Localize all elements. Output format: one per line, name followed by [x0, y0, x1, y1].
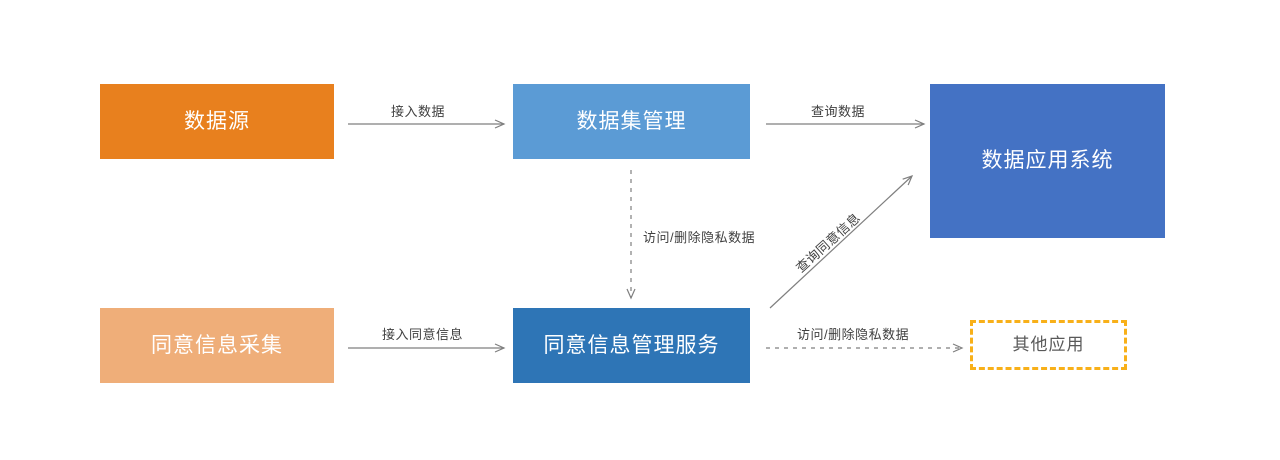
node-consent-management-service[interactable]: 同意信息管理服务 — [513, 308, 750, 383]
edge-label-ingest-consent-info: 接入同意信息 — [382, 327, 464, 342]
node-data-application-system-label: 数据应用系统 — [981, 149, 1114, 173]
node-other-application-label: 其他应用 — [1012, 334, 1085, 354]
edge-label-query-data: 查询数据 — [811, 104, 866, 119]
node-consent-collection[interactable]: 同意信息采集 — [100, 308, 334, 383]
edge-label-ingest-data: 接入数据 — [391, 104, 446, 119]
node-other-application[interactable]: 其他应用 — [970, 320, 1127, 370]
edge-label-access-delete-private-data-other: 访问/删除隐私数据 — [797, 327, 910, 342]
node-dataset-management-label: 数据集管理 — [576, 109, 687, 133]
node-data-application-system[interactable]: 数据应用系统 — [930, 84, 1165, 238]
node-data-source[interactable]: 数据源 — [100, 84, 334, 159]
node-consent-collection-label: 同意信息采集 — [151, 333, 283, 357]
node-dataset-management[interactable]: 数据集管理 — [513, 84, 750, 159]
node-data-source-label: 数据源 — [184, 109, 250, 133]
node-consent-management-service-label: 同意信息管理服务 — [543, 333, 720, 357]
edge-label-access-delete-private-data-vertical: 访问/删除隐私数据 — [643, 230, 756, 245]
edge-label-query-consent-info: 查询同意信息 — [793, 210, 864, 276]
